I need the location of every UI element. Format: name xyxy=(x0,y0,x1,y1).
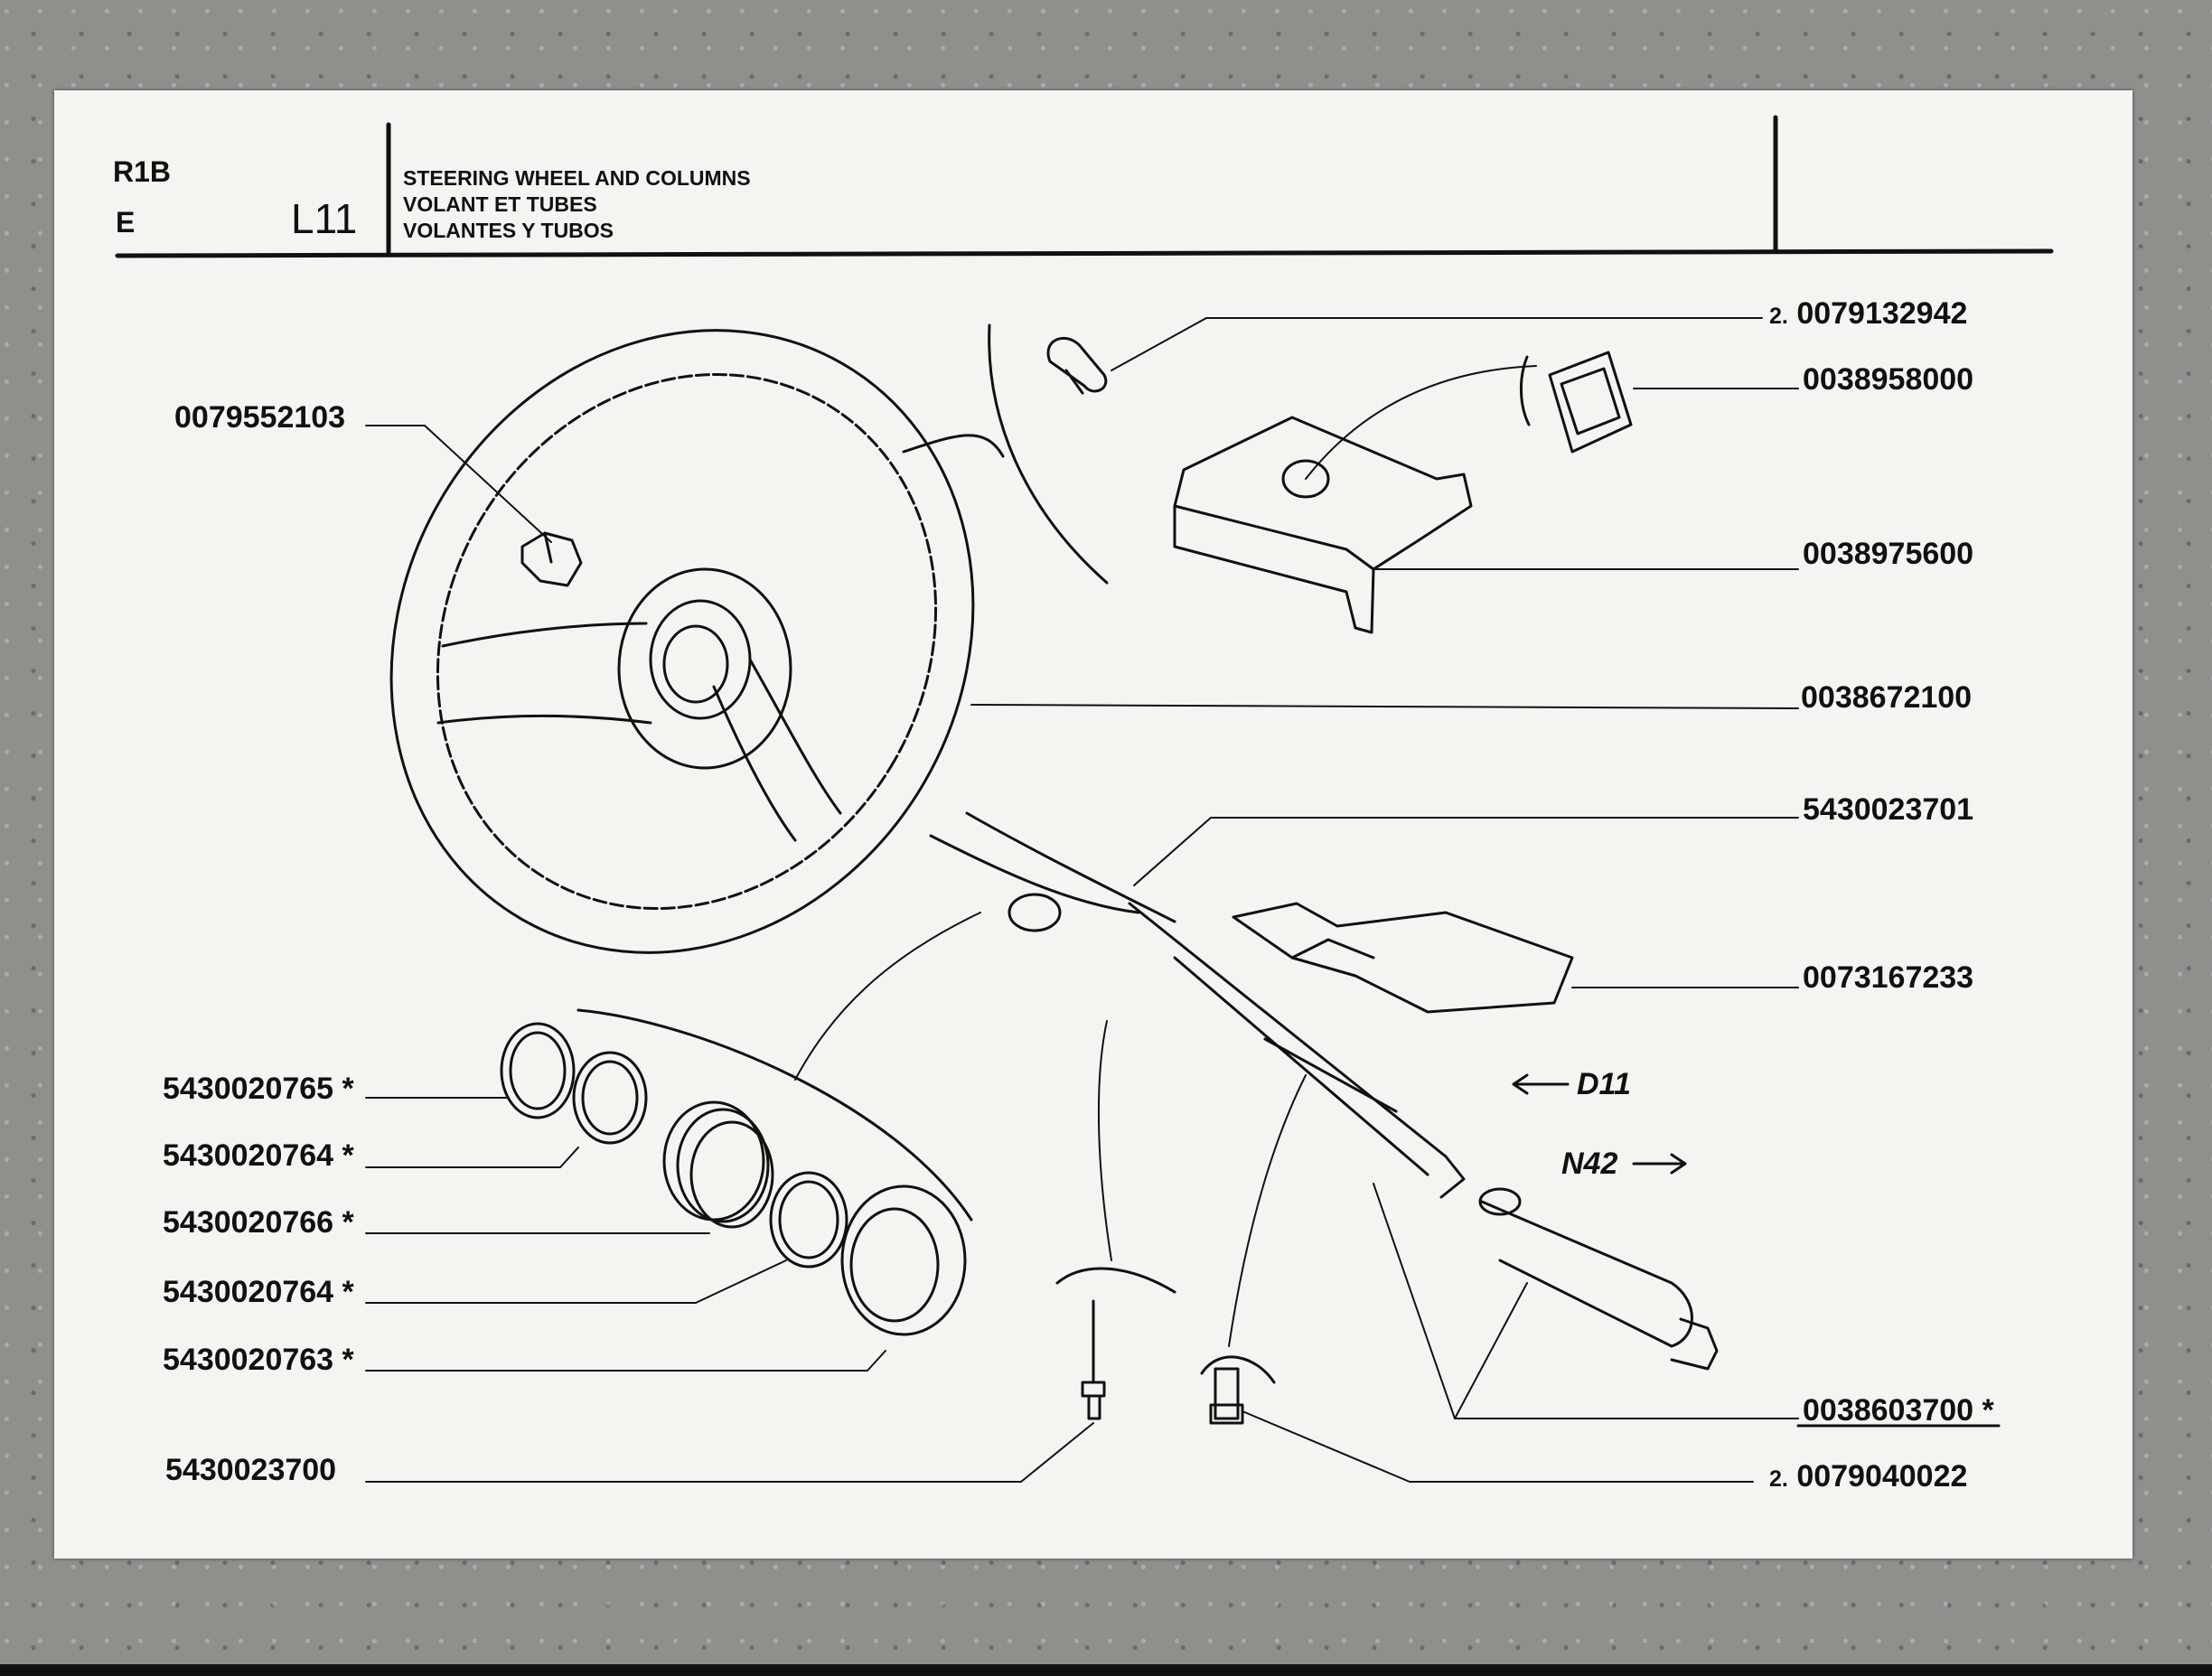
part-code: 5430023700 xyxy=(165,1453,337,1487)
title-line-fr: VOLANT ET TUBES xyxy=(403,192,597,216)
part-callout-0073167233: 0073167233 xyxy=(1803,960,1973,996)
variant-code: E xyxy=(116,206,136,239)
part-callout-5430020764-b: 5430020764 * xyxy=(163,1275,354,1309)
bottom-border xyxy=(0,1664,2212,1676)
part-code: 0079552103 xyxy=(174,400,346,435)
header-rule xyxy=(115,248,2054,258)
reference-arrows xyxy=(1512,1073,1687,1175)
bracket-drawing xyxy=(1232,902,1574,1014)
rings-drawing xyxy=(500,1022,967,1336)
rivet-drawing xyxy=(1055,1267,1176,1420)
part-callout-0079552103: 0079552103 xyxy=(174,399,345,435)
part-callout-5430020763: 5430020763 * xyxy=(163,1343,354,1377)
reference-d11: D11 xyxy=(1577,1067,1631,1101)
part-code: 5430020765 xyxy=(163,1072,334,1106)
part-callout-0038975600: 0038975600 xyxy=(1803,536,1973,572)
lower-column-drawing xyxy=(1478,1187,1719,1371)
model-code: R1B xyxy=(113,155,172,188)
hub-cover-drawing xyxy=(1173,416,1473,634)
part-code: 5430023701 xyxy=(1803,792,1974,827)
bolt-drawing xyxy=(1200,1355,1276,1425)
part-callout-5430020764-a: 5430020764 * xyxy=(163,1138,354,1173)
part-callout-5430020765: 5430020765 * xyxy=(163,1072,354,1106)
part-callout-0079040022: 2. 0079040022 xyxy=(1769,1459,1968,1493)
part-code: 0038975600 xyxy=(1803,537,1974,571)
part-callout-0038603700: 0038603700 * xyxy=(1803,1393,1994,1428)
part-code: 5430020766 xyxy=(163,1205,334,1240)
part-code: 5430020764 xyxy=(163,1138,334,1173)
title-line-en: STEERING WHEEL AND COLUMNS xyxy=(403,166,751,190)
clip-drawing xyxy=(1046,336,1108,395)
steering-wheel-drawing xyxy=(389,329,1005,954)
part-code: 0038603700 xyxy=(1803,1393,1974,1428)
part-code: 0073167233 xyxy=(1803,960,1974,995)
part-callout-0079132942: 2. 0079132942 xyxy=(1769,296,1968,331)
part-code: 5430020763 xyxy=(163,1343,334,1377)
part-callout-0038958000: 0038958000 xyxy=(1803,361,1973,398)
nut-drawing xyxy=(520,531,583,587)
part-callout-5430023700: 5430023700 xyxy=(165,1452,336,1488)
part-callout-0038672100: 0038672100 xyxy=(1801,679,1972,716)
steering-column-drawing xyxy=(929,811,1466,1199)
emblem-drawing xyxy=(1519,351,1633,454)
title-line-es: VOLANTES Y TUBOS xyxy=(403,219,614,242)
leader-lines xyxy=(365,317,2001,1483)
reference-n42: N42 xyxy=(1561,1147,1618,1181)
part-code: 5430020764 xyxy=(163,1275,334,1309)
part-code: 0038958000 xyxy=(1803,362,1974,397)
part-code: 0079040022 xyxy=(1796,1459,1968,1493)
section-title: STEERING WHEEL AND COLUMNS VOLANT ET TUB… xyxy=(403,165,751,244)
part-code: 0079132942 xyxy=(1796,296,1968,331)
section-code: L11 xyxy=(291,195,358,242)
part-callout-5430020766: 5430020766 * xyxy=(163,1205,354,1240)
part-callout-5430023701: 5430023701 xyxy=(1803,791,1973,828)
part-code: 0038672100 xyxy=(1801,680,1973,715)
